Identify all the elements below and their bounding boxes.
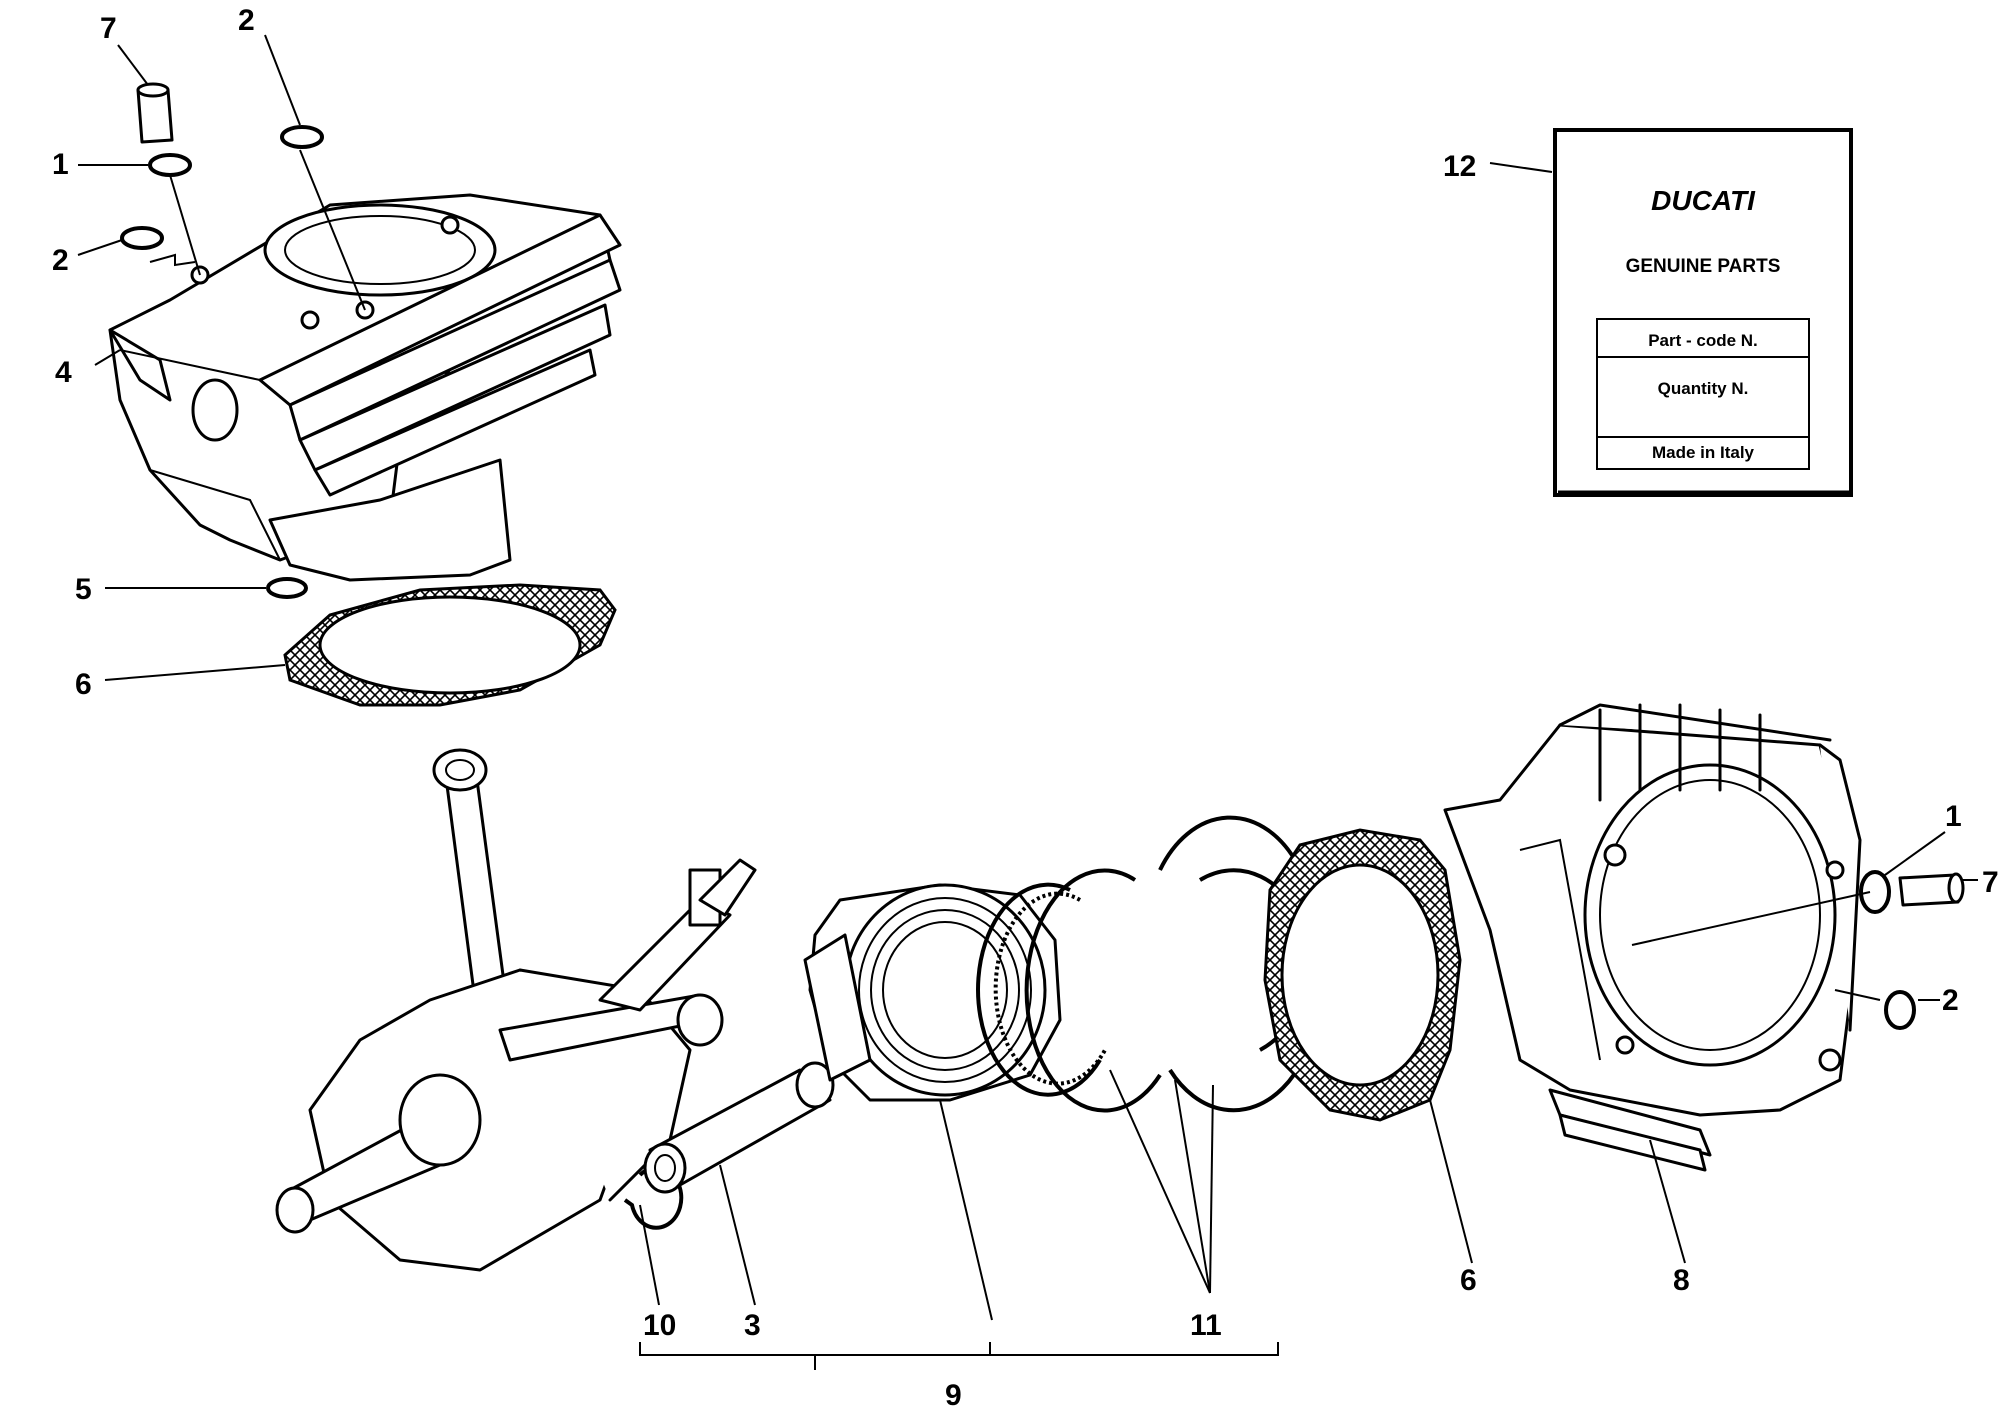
callout-10: 10 [643,1309,676,1342]
callout-2-top: 2 [238,4,255,37]
callout-9: 9 [945,1379,962,1412]
tag-part-code: Part - code N. [1648,331,1758,350]
tag-brand: DUCATI [1651,185,1756,216]
callout-6-left: 6 [75,668,92,701]
callout-8: 8 [1673,1264,1690,1297]
callout-4: 4 [55,356,72,389]
callout-labels: 7 2 1 2 4 5 6 12 1 7 2 10 3 11 6 8 9 [52,4,1999,1412]
callout-1-top: 1 [52,148,69,181]
o-ring-2-right [1884,990,1916,1030]
crankshaft [275,748,757,1272]
leader-lines [77,34,1978,1370]
callout-7-top: 7 [100,12,117,45]
callout-7-right: 7 [1982,866,1999,899]
base-gasket-6-left [283,583,617,707]
callout-2-right: 2 [1942,984,1959,1017]
callout-5: 5 [75,573,92,606]
callout-3: 3 [744,1309,761,1342]
dowel-pin-7-right [1898,872,1965,907]
tag-subtitle: GENUINE PARTS [1626,256,1781,277]
o-ring-5 [266,577,308,599]
o-ring-1-right [1859,870,1891,914]
genuine-parts-tag: DUCATI GENUINE PARTS Part - code N. Quan… [1553,128,1853,497]
o-ring-2-top [280,125,324,149]
dowel-pin-7-top [136,82,174,144]
tag-made-in: Made in Italy [1652,443,1755,462]
piston-9 [803,883,1062,1102]
base-gasket-6-right [1263,828,1462,1122]
gudgeon-pin-3 [643,1061,835,1194]
o-ring-2-left [120,226,164,250]
cylinder-8-right [1443,703,1862,1172]
callout-2-left: 2 [52,244,69,277]
o-ring-1-top [148,153,192,177]
callout-1-right: 1 [1945,800,1962,833]
cylinder-top-left [108,193,622,582]
tag-quantity: Quantity N. [1658,379,1749,398]
callout-12: 12 [1443,150,1476,183]
callout-11: 11 [1190,1309,1222,1342]
callout-6-bottom: 6 [1460,1264,1477,1297]
